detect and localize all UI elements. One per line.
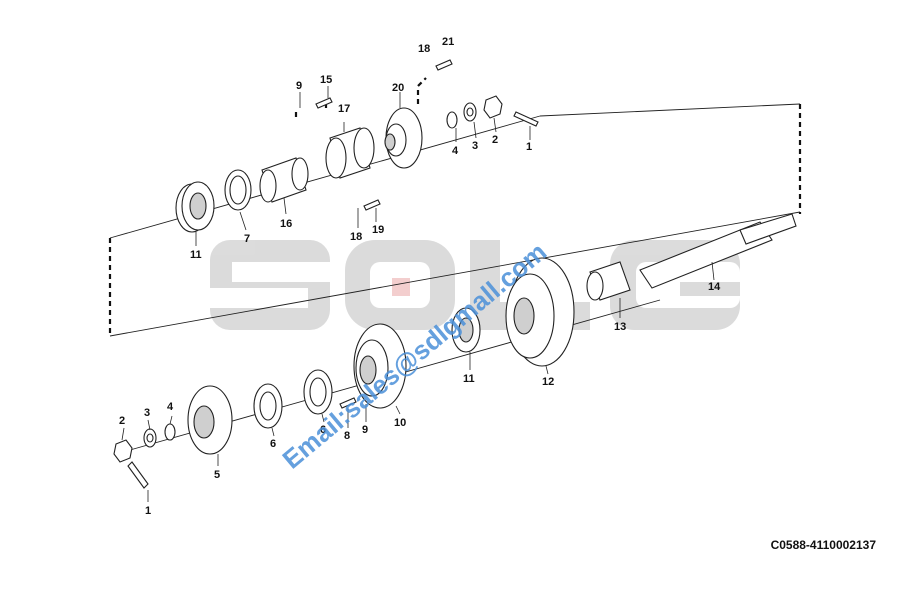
callout-11-lower: 11 [463, 373, 475, 385]
callout-1-lower: 1 [145, 505, 151, 517]
logo-letter-s [210, 240, 330, 330]
callout-2-lower: 2 [119, 415, 125, 427]
callout-11-upper: 11 [190, 249, 202, 261]
callout-9-upper: 9 [296, 80, 302, 92]
callout-12: 12 [542, 376, 554, 388]
housing-10 [353, 323, 407, 409]
callout-6-left: 6 [270, 438, 276, 450]
callout-5: 5 [214, 469, 220, 481]
seal-6-right [303, 369, 333, 415]
logo-accent [392, 278, 410, 296]
upper-axis-right [539, 103, 801, 117]
washer-3-upper [463, 102, 477, 122]
cotter-pin-1-upper [513, 111, 539, 127]
drawing-code: C0588-4110002137 [770, 538, 876, 552]
lower-axis-line [109, 211, 801, 337]
callout-21: 21 [442, 36, 454, 48]
callout-18-upper: 18 [418, 43, 430, 55]
flange-5 [187, 385, 233, 455]
callout-19: 19 [372, 224, 384, 236]
callout-9-lower: 9 [362, 424, 368, 436]
washer-3-lower [143, 428, 157, 448]
seal-6-left [253, 383, 283, 429]
callout-4-upper: 4 [452, 145, 459, 157]
callout-14: 14 [708, 281, 721, 293]
shaft-14 [639, 213, 797, 289]
washer-4-upper [446, 111, 458, 129]
callout-labels: 11 7 16 17 18 19 20 18 21 4 3 2 1 9 15 1… [119, 36, 721, 517]
bushing-13 [586, 261, 631, 301]
callout-16: 16 [280, 218, 292, 230]
callout-15: 15 [320, 74, 332, 86]
callout-6-right: 6 [320, 424, 326, 436]
callout-4-lower: 4 [167, 401, 174, 413]
callout-10: 10 [394, 417, 406, 429]
bolt-15 [315, 97, 333, 109]
callout-8: 8 [344, 430, 350, 442]
sdlg-watermark-logo [210, 240, 740, 330]
callout-18-lower: 18 [350, 231, 362, 243]
callout-3-lower: 3 [144, 407, 150, 419]
callout-2-upper: 2 [492, 134, 498, 146]
callout-3-upper: 3 [472, 140, 478, 152]
spline-sleeve-16 [259, 157, 309, 203]
bearing-11-lower [451, 307, 481, 353]
cotter-pin-1-lower [127, 461, 149, 489]
bearing-11-upper [175, 181, 215, 233]
bolt-21 [435, 59, 453, 71]
callout-1-upper: 1 [526, 141, 532, 153]
bolt-8 [339, 397, 357, 409]
callout-20: 20 [392, 82, 404, 94]
seal-ring-7 [224, 169, 252, 211]
callout-7: 7 [244, 233, 250, 245]
top-dashed-connector [416, 77, 427, 104]
flange-20 [384, 107, 423, 169]
callout-17: 17 [338, 103, 350, 115]
gear-12 [505, 257, 575, 367]
nut-2-upper [483, 95, 503, 119]
bolt-19 [363, 199, 381, 211]
leader-lines [121, 86, 715, 502]
callout-13: 13 [614, 321, 626, 333]
washer-4-lower [164, 423, 176, 441]
nut-2-lower [113, 439, 133, 463]
coupling-17 [325, 127, 375, 179]
